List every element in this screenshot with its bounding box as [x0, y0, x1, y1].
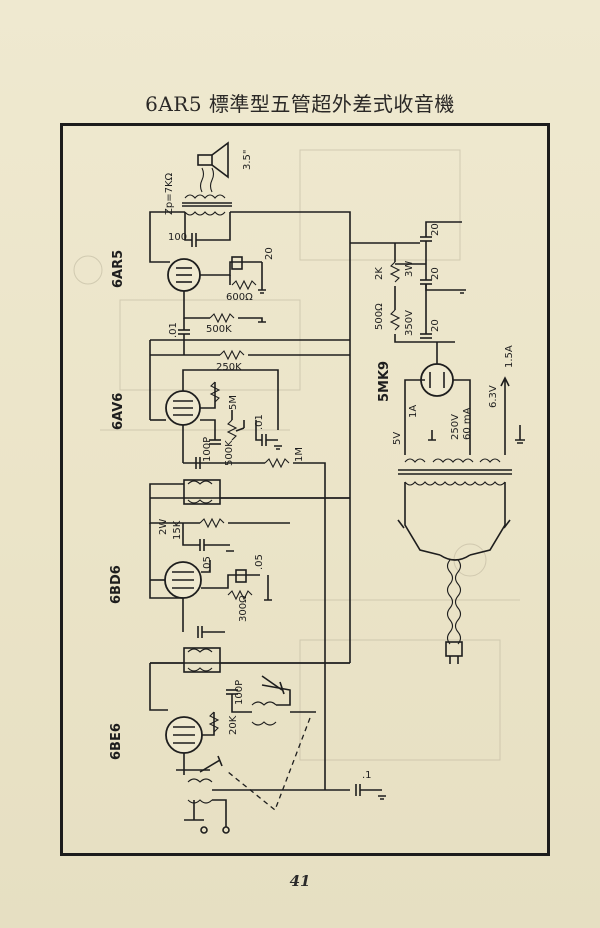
bleed-through-ghost: [73, 149, 520, 761]
tube-5mk9-icon: [420, 363, 454, 397]
page-title: 6AR5 標準型五管超外差式收音機: [145, 92, 455, 116]
c-1-ant-label: .1: [362, 770, 372, 781]
c-05-a-label: .05: [202, 556, 213, 572]
if-transformer-1-icon: [183, 647, 221, 673]
vr-500k-label: 500K: [224, 440, 235, 466]
heater-current-label: 1.5A: [504, 345, 515, 368]
r-500k-grid-label: 500K: [206, 324, 232, 335]
tube-6bd6-label: 6BD6: [109, 565, 124, 604]
filter-capacitors: [420, 221, 466, 339]
output-transformer-icon: [182, 194, 232, 216]
c-100p-osc-label: 100P: [234, 680, 245, 705]
ps-r-2k-watt-label: 3W: [404, 261, 415, 277]
ps-c-20-top-label: 20: [430, 223, 441, 236]
r-5m-label: 5M: [228, 395, 239, 410]
c-05-b-label: .05: [254, 554, 265, 570]
c-20-cathode-label: 20: [264, 247, 275, 260]
r-20k-label: 20K: [228, 715, 239, 735]
ps-r-500-label: 500Ω: [374, 303, 385, 330]
c-100-out-label: 100: [168, 232, 187, 243]
speaker-icon: [197, 141, 229, 193]
r-250k-label: 250K: [216, 362, 242, 373]
transformer-hv-current-label: 60 mA: [462, 407, 473, 440]
tube-5mk9-label: 5MK9: [377, 361, 392, 402]
if-transformer-2-icon: [183, 479, 221, 505]
antenna-coil-icon: [187, 778, 213, 804]
c-01-coupling-label: .01: [168, 322, 179, 338]
r-1m-label: 1M: [294, 447, 305, 462]
speaker-size-label: 3.5": [242, 149, 253, 170]
r-600-label: 600Ω: [226, 292, 253, 303]
ps-r-2k-label: 2K: [374, 267, 385, 280]
ps-r-500-volt-label: 350V: [404, 310, 415, 336]
transformer-1a-label: 1A: [408, 405, 419, 418]
power-transformer-icon: [398, 458, 512, 486]
tube-6av6-label: 6AV6: [111, 393, 126, 430]
r-15k-label: 15K: [172, 520, 183, 540]
c-100p-det-label: 100P: [202, 437, 213, 462]
r-300-label: 300Ω: [238, 595, 249, 622]
transformer-5v-label: 5V: [392, 432, 403, 445]
tube-6be6-label: 6BE6: [109, 723, 124, 760]
tube-6ar5-label: 6AR5: [111, 250, 126, 288]
c-01-det-label: .01: [254, 414, 265, 430]
r-15k-watt-label: 2W: [158, 519, 169, 535]
transformer-hv-label: 250V: [450, 414, 461, 440]
schematic-frame: [60, 123, 550, 856]
output-impedance-label: Zp=7KΩ: [164, 173, 175, 215]
oscillator-coil-icon: [251, 701, 277, 726]
ps-c-20-low-label: 20: [430, 319, 441, 332]
page-number: 41: [289, 872, 311, 890]
heater-voltage-label: 6.3V: [488, 385, 499, 408]
ps-c-20-mid-label: 20: [430, 267, 441, 280]
power-cord-icon: [445, 559, 463, 664]
